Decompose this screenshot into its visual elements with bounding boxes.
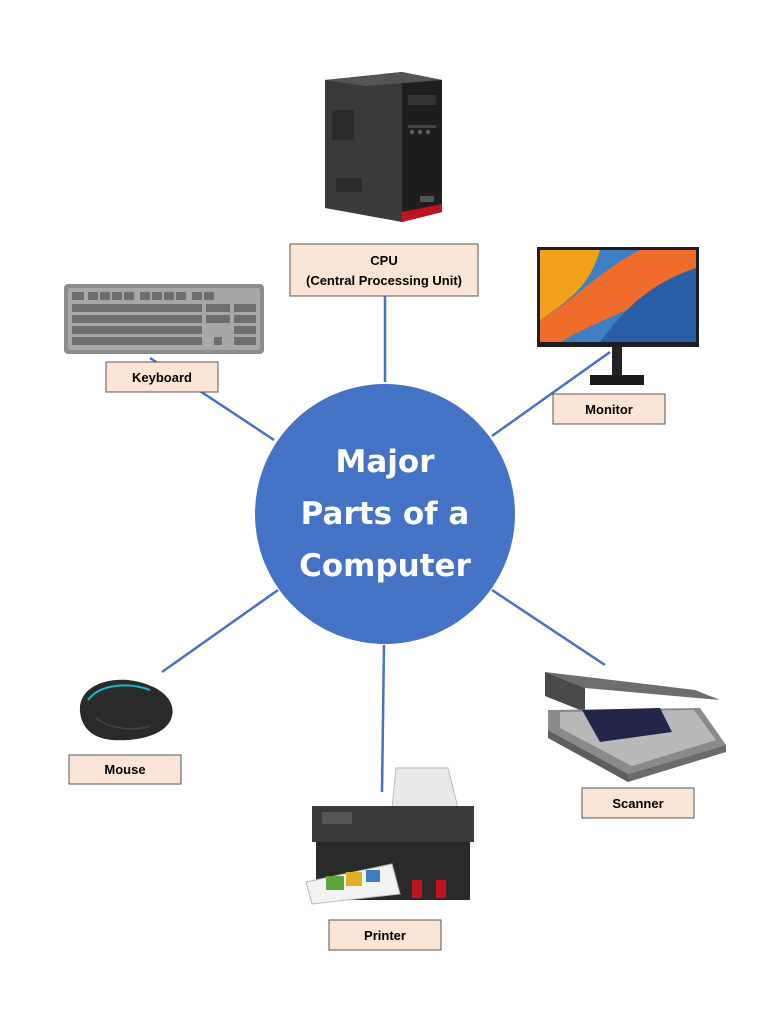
connector-monitor: [491, 350, 611, 438]
scanner-image: [545, 672, 726, 782]
printer-label: Printer: [364, 928, 406, 943]
mouse-label-box: [68, 754, 182, 785]
cpu-label-box: [289, 243, 479, 297]
mouse-label: Mouse: [104, 762, 145, 777]
keyboard-label-box: [105, 361, 219, 393]
cpu-label-line-2: (Central Processing Unit): [306, 273, 462, 288]
printer-image: [305, 767, 474, 905]
connector-scanner: [491, 588, 606, 667]
mouse-image: [79, 679, 173, 741]
monitor-image: [537, 247, 699, 385]
connector-printer: [380, 644, 386, 793]
monitor-label-box: [552, 393, 666, 425]
center-title-line-1: Major: [336, 444, 436, 480]
monitor-label: Monitor: [585, 402, 633, 417]
connector-mouse: [161, 588, 279, 674]
keyboard-image: [64, 284, 264, 354]
scanner-label: Scanner: [612, 796, 663, 811]
center-title-line-2: Parts of a: [301, 496, 470, 532]
cpu-label-line-1: CPU: [370, 253, 397, 268]
printer-label-box: [328, 919, 442, 951]
center-circle: [255, 384, 515, 644]
keyboard-label: Keyboard: [132, 370, 192, 385]
scanner-label-box: [581, 787, 695, 819]
center-title-line-3: Computer: [299, 548, 471, 584]
cpu-tower-image: [325, 72, 442, 222]
